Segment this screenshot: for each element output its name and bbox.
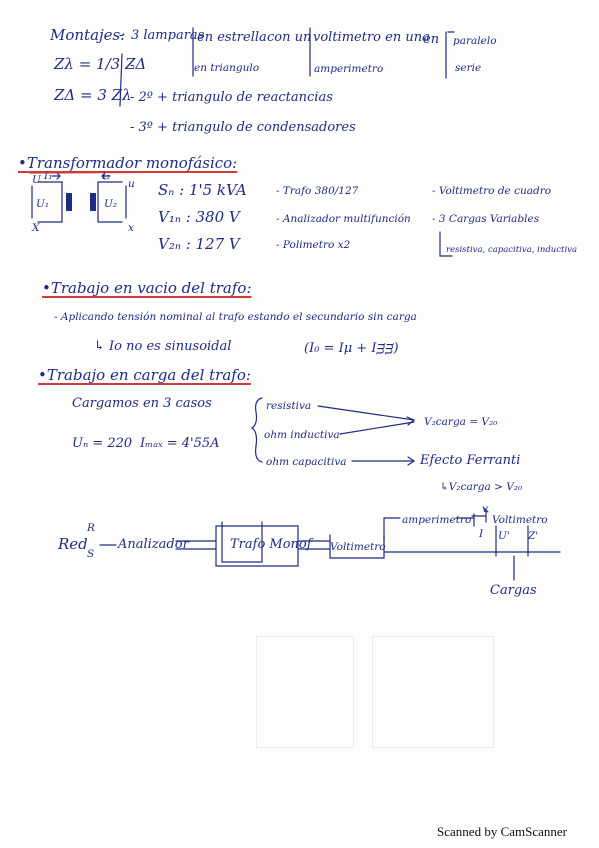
arrow-head-2 [407,456,416,466]
montajes-voltimetro: voltimetro en una [313,30,430,45]
faint-shadow-2 [372,636,494,748]
transformador-underline [29,171,223,174]
carga-inductiva: ohm inductiva [264,429,340,441]
vacio-line-2: ↳ Io no es sinusoidal [94,339,232,354]
carga-v2-gt: ↳V₂carga > V₂₀ [440,481,523,493]
wire-trafo-voltimetro [297,540,331,550]
wire-analizador-trafo [175,540,217,550]
montajes-dash-2: - [130,58,135,73]
montajes-lamparas: 3 lamparas [131,28,205,43]
circuit-analizador: Analizador [118,537,189,552]
montajes-estrella: en estrella [197,30,267,45]
circuit-s: S [87,548,95,560]
transformador-title: •Transformador monofásico: [18,154,238,172]
diagram-right-winding [97,181,123,223]
arrow-head-1 [406,416,416,426]
diagram-u1: U [32,174,41,186]
montajes-paralelo: paralelo [453,35,497,47]
carga-v2-eq: V₂carga = V₂₀ [424,416,498,428]
carga-capacitiva: ohm capacitiva [266,456,347,468]
equip-analizador: - Analizador multifunción [276,213,411,225]
faint-shadow-1 [256,636,354,748]
voltimetro-box [329,534,385,559]
equip-voltimetro: - Voltimetro de cuadro [432,185,552,197]
carga-ferranti: Efecto Ferranti [420,453,521,468]
montajes-triangulo: en triangulo [194,62,260,74]
circuit-r: R [87,522,95,534]
carga-imax: Iₘₐₓ = 4'55A [140,436,220,451]
diagram-left-core [66,193,72,211]
arrow-inductiva [339,421,415,435]
diagram-right-core [90,193,96,211]
carga-un: Uₙ = 220 [72,436,133,451]
montajes-amperimetro: amperimetro [314,63,384,75]
circuit-voltimetro-2: Voltimetro [492,514,548,526]
formula-za: Zλ = 1/3 ZΔ [54,55,147,73]
montajes-item-3: - 3º + triangulo de condensadores [130,120,356,135]
vacio-title: •Trabajo en vacio del trafo: [42,279,252,297]
diagram-x: X [32,222,40,234]
circuit-cargas: Cargas [490,583,537,598]
equip-cargas: - 3 Cargas Variables [432,213,540,225]
carga-terminals [495,525,529,557]
circuit-red: Red [58,535,88,553]
formula-zd: ZΔ = 3 Zλ [54,86,132,104]
montajes-title: Montajes: [50,26,126,44]
spec-v2n: V₂ₙ : 127 V [158,235,240,253]
equip-trafo: - Trafo 380/127 [276,185,359,197]
carga-brace [250,397,263,463]
montajes-con: con un [267,30,312,45]
vacio-line-1: - Aplicando tensión nominal al trafo est… [54,311,417,323]
circuit-i-label: I [479,528,484,540]
scanner-watermark: Scanned by CamScanner [437,824,567,839]
montajes-item-2: - 2º + triangulo de reactancias [130,90,333,105]
equip-cargas-sub: resistiva, capacitiva, inductiva [446,245,578,255]
spec-v1n: V₁ₙ : 380 V [158,208,240,226]
equip-polimetro: - Polimetro x2 [276,239,351,251]
diagram-left-u: U₁ [36,198,50,210]
diagram-i1: I₁ [44,170,53,182]
circuit-amperimetro: amperimetro [402,514,472,526]
montajes-dash-1: - [119,28,124,43]
spec-sn: Sₙ : 1'5 kVA [158,181,247,199]
carga-resistiva: resistiva [266,400,312,412]
diagram-right-u: U₂ [104,198,118,210]
diagram-left-winding [37,181,63,223]
trafo-box-inner [221,521,263,563]
diagram-u-right: u [128,178,135,190]
trafo-box-outer [215,525,299,567]
meter-v-arrow [483,507,489,523]
circuit-z-prime: Z' [528,530,539,542]
wire-top [383,517,475,542]
cargas-bracket [439,231,453,257]
meter-symbol [471,513,487,527]
diagram-x-right: x [128,222,134,234]
arrow-resistiva [317,405,415,421]
formula-brace [119,53,123,107]
diagram-i2-arrow [101,172,111,180]
montajes-serie: serie [455,62,482,74]
circuit-u-prime: U' [498,530,510,542]
vacio-formula: (I₀ = Iμ + Iᴟᴟ) [304,341,399,356]
circuit-voltimetro-1: Voltimetro [330,541,386,553]
diagram-i1-arrow [51,172,61,180]
carga-title: •Trabajo en carga del trafo: [38,366,251,384]
montajes-en: en [423,32,440,47]
circuit-trafo: Trafo Monof [230,537,312,552]
carga-cargamos: Cargamos en 3 casos [72,396,212,411]
